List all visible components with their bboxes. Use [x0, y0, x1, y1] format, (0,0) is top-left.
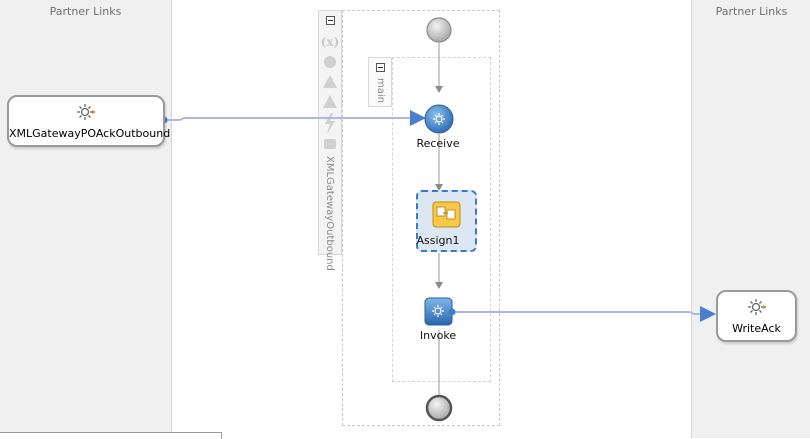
assign-activity[interactable] — [416, 190, 477, 252]
collapse-sequence-button[interactable] — [376, 63, 385, 72]
assign-activity-label[interactable]: Assign1 — [416, 234, 460, 247]
scope-side-toolbar: (x) XMLGatewayOutbound — [318, 10, 342, 271]
receive-activity-label[interactable]: Receive — [416, 137, 460, 150]
bottom-panel-edge — [0, 432, 222, 439]
lane-title: Partner Links — [49, 5, 122, 18]
variables-icon: (x) — [321, 35, 340, 49]
scope-toolbar-icons: (x) — [321, 35, 340, 149]
compensation-icon — [323, 95, 337, 108]
fault-handler-icon — [323, 75, 337, 88]
assign-icon — [432, 201, 461, 228]
event-handler-icon — [325, 113, 335, 134]
message-icon — [324, 139, 336, 149]
sequence-tab: main — [368, 57, 392, 107]
right-partner-links-lane: Partner Links — [691, 0, 810, 438]
collapse-scope-button[interactable] — [326, 16, 335, 25]
gear-icon — [77, 104, 96, 120]
scope-container[interactable] — [342, 10, 500, 426]
partner-link-xmlgateway[interactable]: XMLGatewayPOAckOutbound — [7, 95, 171, 147]
sequence-container[interactable] — [392, 57, 491, 382]
partner-link-writeack[interactable]: WriteAck — [716, 290, 797, 342]
partner-link-label: XMLGatewayPOAckOutbound — [9, 127, 171, 140]
left-partner-links-lane: Partner Links — [0, 0, 172, 438]
lane-title: Partner Links — [715, 5, 788, 18]
partner-link-label: WriteAck — [732, 322, 781, 335]
invoke-activity-label[interactable]: Invoke — [419, 329, 457, 342]
gear-icon — [747, 299, 767, 315]
correlation-icon — [324, 56, 336, 68]
sequence-name: main — [375, 78, 386, 103]
scope-name: XMLGatewayOutbound — [324, 156, 335, 271]
